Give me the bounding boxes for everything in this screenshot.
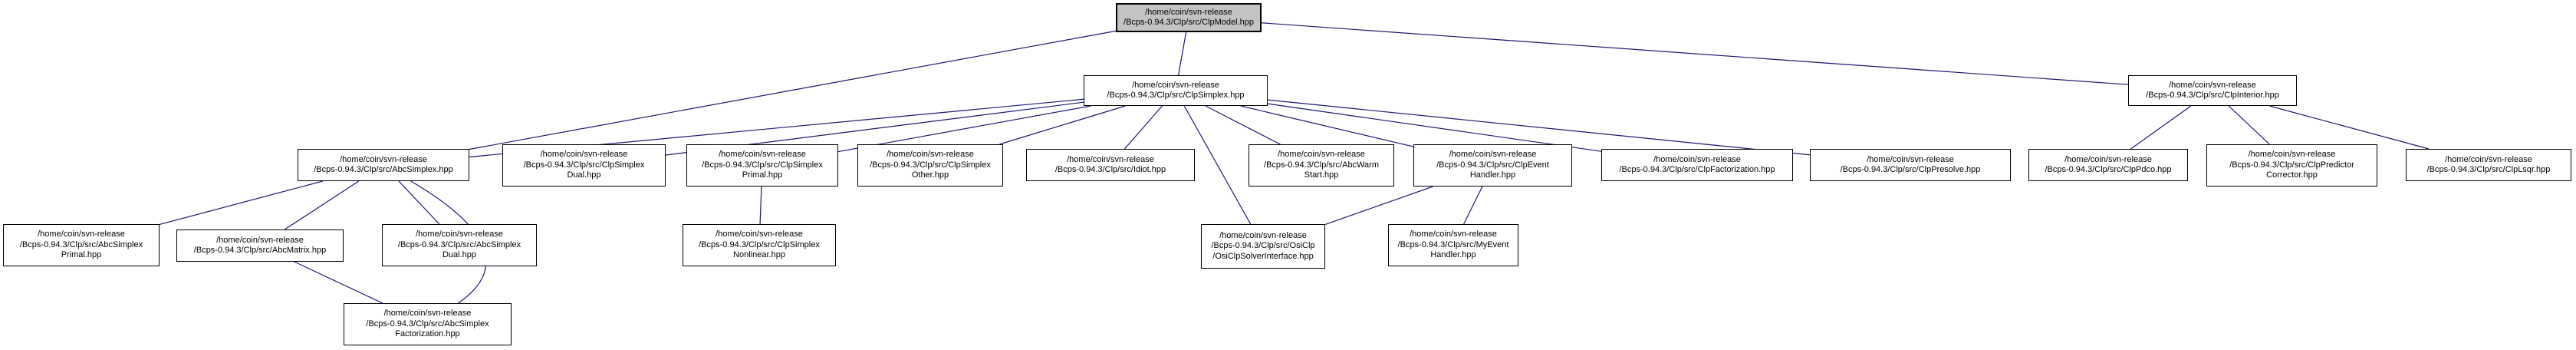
node-label-line: Dual.hpp: [567, 170, 601, 180]
node-label-line: Primal.hpp: [742, 170, 783, 180]
node-label-line: /Bcps-0.94.3/Clp/src/ClpSimplex.hpp: [1107, 91, 1245, 100]
node-label-line: /Bcps-0.94.3/Clp/src/ClpFactorization.hp…: [1619, 165, 1775, 174]
node-label-line: /home/coin/svn-release: [383, 309, 472, 319]
graph-edge-clppdco-to-clpinterior: [2130, 105, 2192, 150]
node-label-line: /home/coin/svn-release: [1449, 150, 1537, 160]
graph-node-abcmatrix[interactable]: /home/coin/svn-release/Bcps-0.94.3/Clp/s…: [176, 229, 344, 262]
graph-node-idiot[interactable]: /home/coin/svn-release/Bcps-0.94.3/Clp/s…: [1026, 149, 1195, 181]
graph-edge-abcsimplexprimal-to-abcsimplex: [159, 180, 323, 226]
node-label-line: /Bcps-0.94.3/Clp/src/OsiClp: [1211, 241, 1315, 251]
graph-node-myeventhandler[interactable]: /home/coin/svn-release/Bcps-0.94.3/Clp/s…: [1388, 224, 1518, 266]
node-label-line: /home/coin/svn-release: [887, 150, 974, 160]
graph-node-clppresolve[interactable]: /home/coin/svn-release/Bcps-0.94.3/Clp/s…: [1810, 149, 2011, 181]
graph-node-abcsimplexdual[interactable]: /home/coin/svn-release/Bcps-0.94.3/Clp/s…: [382, 224, 537, 266]
graph-edge-abcsimplex-to-clpmodel: [469, 30, 1117, 150]
node-label-line: /Bcps-0.94.3/Clp/src/ClpSimplex: [699, 239, 820, 249]
node-label-line: /home/coin/svn-release: [38, 229, 125, 239]
node-label-line: /home/coin/svn-release: [1278, 150, 1365, 160]
graph-node-abcsimplexprimal[interactable]: /home/coin/svn-release/Bcps-0.94.3/Clp/s…: [3, 224, 160, 266]
node-label-line: /Bcps-0.94.3/Clp/src/ClpInterior.hpp: [2146, 91, 2279, 100]
node-label-line: /Bcps-0.94.3/Clp/src/AbcSimplex: [19, 239, 143, 249]
node-label-line: /home/coin/svn-release: [719, 150, 806, 160]
node-label-line: Primal.hpp: [61, 250, 102, 260]
graph-node-clplsqr[interactable]: /home/coin/svn-release/Bcps-0.94.3/Clp/s…: [2406, 149, 2571, 181]
graph-edge-abcwarmstart-to-clpsimplex: [1205, 105, 1281, 145]
graph-edge-clppredictorcorrector-to-clpinterior: [2228, 105, 2270, 145]
node-label-line: /home/coin/svn-release: [2445, 154, 2532, 164]
graph-edge-abcsimplexdual-to-abcsimplex: [398, 180, 440, 225]
node-label-line: /home/coin/svn-release: [1219, 230, 1307, 240]
node-label-line: Dual.hpp: [442, 250, 477, 260]
node-label-line: /Bcps-0.94.3/Clp/src/AbcWarm: [1264, 160, 1379, 170]
graph-edge-idiot-to-clpsimplex: [1124, 105, 1163, 150]
graph-edge-abcmatrix-to-abcsimplex: [284, 180, 360, 230]
graph-node-abcsimplex[interactable]: /home/coin/svn-release/Bcps-0.94.3/Clp/s…: [298, 149, 469, 181]
node-label-line: /Bcps-0.94.3/Clp/src/AbcSimplex.hpp: [314, 165, 453, 174]
node-label-line: /home/coin/svn-release: [1145, 7, 1232, 17]
graph-node-clpsimplex[interactable]: /home/coin/svn-release/Bcps-0.94.3/Clp/s…: [1084, 75, 1268, 106]
node-label-line: /Bcps-0.94.3/Clp/src/ClpSimplex: [870, 160, 991, 170]
node-label-line: /OsiClpSolverInterface.hpp: [1212, 251, 1314, 261]
node-label-line: /home/coin/svn-release: [2169, 80, 2256, 90]
node-label-line: /Bcps-0.94.3/Clp/src/ClpPresolve.hpp: [1840, 165, 1981, 174]
node-label-line: Nonlinear.hpp: [733, 250, 785, 260]
node-label-line: /home/coin/svn-release: [716, 229, 803, 239]
node-label-line: /home/coin/svn-release: [1653, 154, 1741, 164]
node-label-line: /Bcps-0.94.3/Clp/src/Idiot.hpp: [1054, 165, 1166, 174]
graph-node-clpmodel: /home/coin/svn-release/Bcps-0.94.3/Clp/s…: [1116, 3, 1262, 32]
node-label-line: /home/coin/svn-release: [1067, 154, 1154, 164]
node-label-line: /Bcps-0.94.3/Clp/src/ClpLsqr.hpp: [2426, 165, 2551, 174]
node-label-line: /home/coin/svn-release: [2248, 150, 2336, 160]
node-label-line: Start.hpp: [1304, 170, 1339, 180]
graph-node-clpsimplexnonlinear[interactable]: /home/coin/svn-release/Bcps-0.94.3/Clp/s…: [683, 224, 836, 266]
graph-edge-clpsimplex-to-clpmodel: [1177, 31, 1187, 76]
graph-node-clpsimplexprimal[interactable]: /home/coin/svn-release/Bcps-0.94.3/Clp/s…: [686, 144, 838, 187]
node-label-line: /Bcps-0.94.3/Clp/src/MyEvent: [1397, 239, 1509, 249]
node-label-line: Other.hpp: [911, 170, 949, 180]
node-label-line: /Bcps-0.94.3/Clp/src/ClpEvent: [1436, 160, 1549, 170]
graph-node-clpeventhandler[interactable]: /home/coin/svn-release/Bcps-0.94.3/Clp/s…: [1413, 144, 1572, 187]
graph-node-clpsimplexdual[interactable]: /home/coin/svn-release/Bcps-0.94.3/Clp/s…: [502, 144, 666, 187]
graph-edge-clplsqr-to-clpinterior: [2269, 105, 2430, 150]
node-label-line: /home/coin/svn-release: [1132, 80, 1219, 90]
node-label-line: /home/coin/svn-release: [1410, 229, 1497, 239]
graph-edge-clpinterior-to-clpmodel: [1261, 22, 2129, 85]
node-label-line: /Bcps-0.94.3/Clp/src/AbcSimplex: [366, 319, 489, 329]
node-label-line: /Bcps-0.94.3/Clp/src/ClpSimplex: [523, 160, 645, 170]
graph-edge-abcsimplexfactorization-to-abcmatrix: [294, 261, 383, 304]
node-label-line: /home/coin/svn-release: [540, 150, 628, 160]
graph-node-abcsimplexfactorization[interactable]: /home/coin/svn-release/Bcps-0.94.3/Clp/s…: [344, 303, 512, 345]
node-label-line: Handler.hpp: [1469, 170, 1516, 180]
node-label-line: /Bcps-0.94.3/Clp/src/ClpPredictor: [2229, 160, 2354, 170]
node-label-line: Handler.hpp: [1430, 250, 1476, 260]
graph-edge-clpeventhandler-to-clpsimplex: [1240, 105, 1414, 147]
node-label-line: /home/coin/svn-release: [2064, 154, 2152, 164]
graph-node-clppredictorcorrector[interactable]: /home/coin/svn-release/Bcps-0.94.3/Clp/s…: [2206, 144, 2377, 187]
graph-edge-clpsimplexnonlinear-to-clpsimplexprimal: [759, 186, 762, 225]
node-label-line: /Bcps-0.94.3/Clp/src/AbcSimplex: [397, 239, 521, 249]
node-label-line: /Bcps-0.94.3/Clp/src/ClpPdco.hpp: [2045, 165, 2172, 174]
graph-edge-osiclpsolverinterface-to-clpeventhandler: [1324, 186, 1433, 226]
node-label-line: /Bcps-0.94.3/Clp/src/ClpModel.hpp: [1124, 18, 1254, 27]
graph-node-clppdco[interactable]: /home/coin/svn-release/Bcps-0.94.3/Clp/s…: [2028, 149, 2188, 181]
node-label-line: /home/coin/svn-release: [340, 154, 427, 164]
graph-edge-clpsimplexother-to-clpsimplex: [999, 105, 1126, 145]
graph-node-osiclpsolverinterface[interactable]: /home/coin/svn-release/Bcps-0.94.3/Clp/s…: [1201, 224, 1325, 269]
node-label-line: /home/coin/svn-release: [216, 235, 304, 245]
graph-node-clpsimplexother[interactable]: /home/coin/svn-release/Bcps-0.94.3/Clp/s…: [857, 144, 1003, 187]
node-label-line: /Bcps-0.94.3/Clp/src/AbcMatrix.hpp: [193, 246, 327, 255]
node-label-line: /Bcps-0.94.3/Clp/src/ClpSimplex: [702, 160, 823, 170]
graph-node-clpinterior[interactable]: /home/coin/svn-release/Bcps-0.94.3/Clp/s…: [2128, 75, 2297, 106]
node-label-line: Factorization.hpp: [395, 329, 460, 339]
node-label-line: Corrector.hpp: [2266, 170, 2318, 180]
graph-node-abcwarmstart[interactable]: /home/coin/svn-release/Bcps-0.94.3/Clp/s…: [1249, 144, 1394, 187]
graph-edge-myeventhandler-to-clpeventhandler: [1463, 186, 1483, 225]
node-label-line: /home/coin/svn-release: [416, 229, 503, 239]
graph-node-clpfactorization[interactable]: /home/coin/svn-release/Bcps-0.94.3/Clp/s…: [1601, 149, 1793, 181]
node-label-line: /home/coin/svn-release: [1867, 154, 1954, 164]
